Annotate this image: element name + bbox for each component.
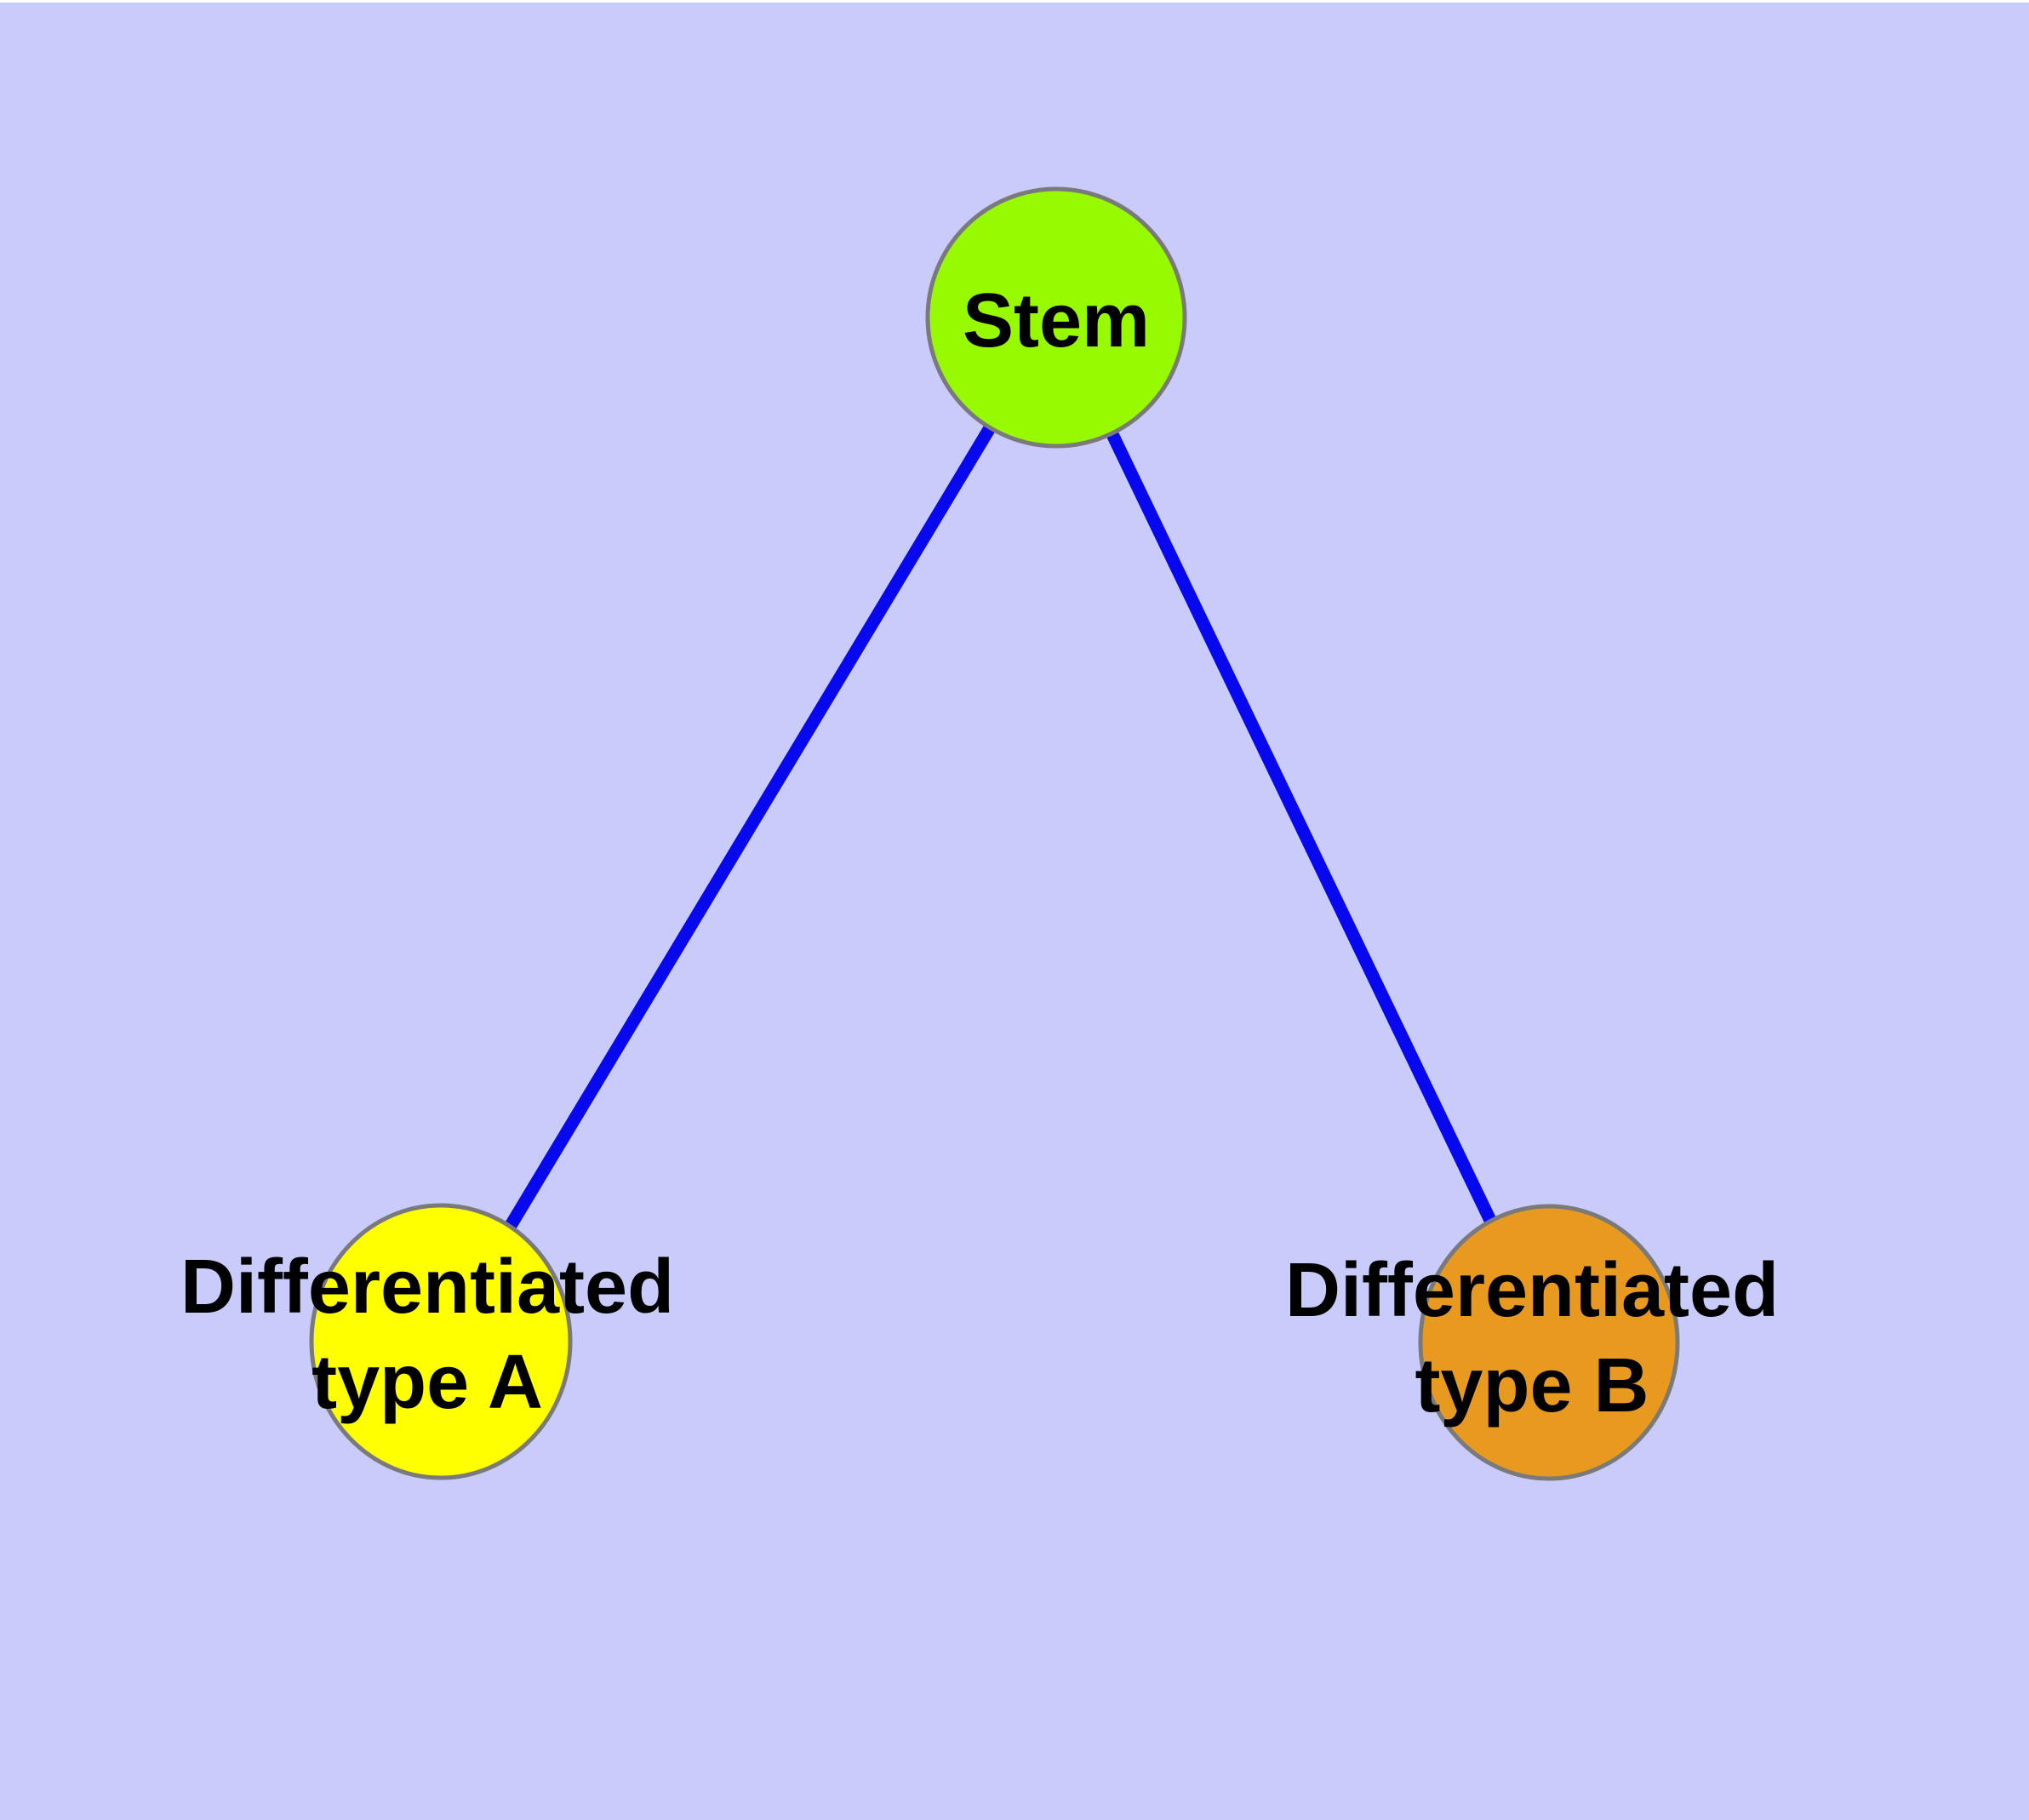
node-type-b-label-line2: type B <box>1415 1343 1649 1428</box>
node-type-b-label-line1: Differentiated <box>1284 1248 1780 1333</box>
edge-stem-to-type-b <box>1050 314 1555 1346</box>
node-type-a-label-line1: Differentiated <box>180 1245 675 1330</box>
node-stem-label-text: Stem <box>962 278 1151 363</box>
node-stem-shape <box>925 186 1187 449</box>
node-type-a-label-line2: type A <box>311 1340 543 1425</box>
node-type-b-label: Differentiated type B <box>1285 1243 1779 1434</box>
node-type-a-label: Differentiated type A <box>180 1239 674 1430</box>
top-white-strip <box>0 0 2029 3</box>
node-type-b-shape <box>1418 1204 1680 1481</box>
node-stem-label: Stem <box>963 273 1150 369</box>
edge-stem-to-type-a <box>435 314 1062 1345</box>
node-type-a-shape <box>309 1203 573 1480</box>
